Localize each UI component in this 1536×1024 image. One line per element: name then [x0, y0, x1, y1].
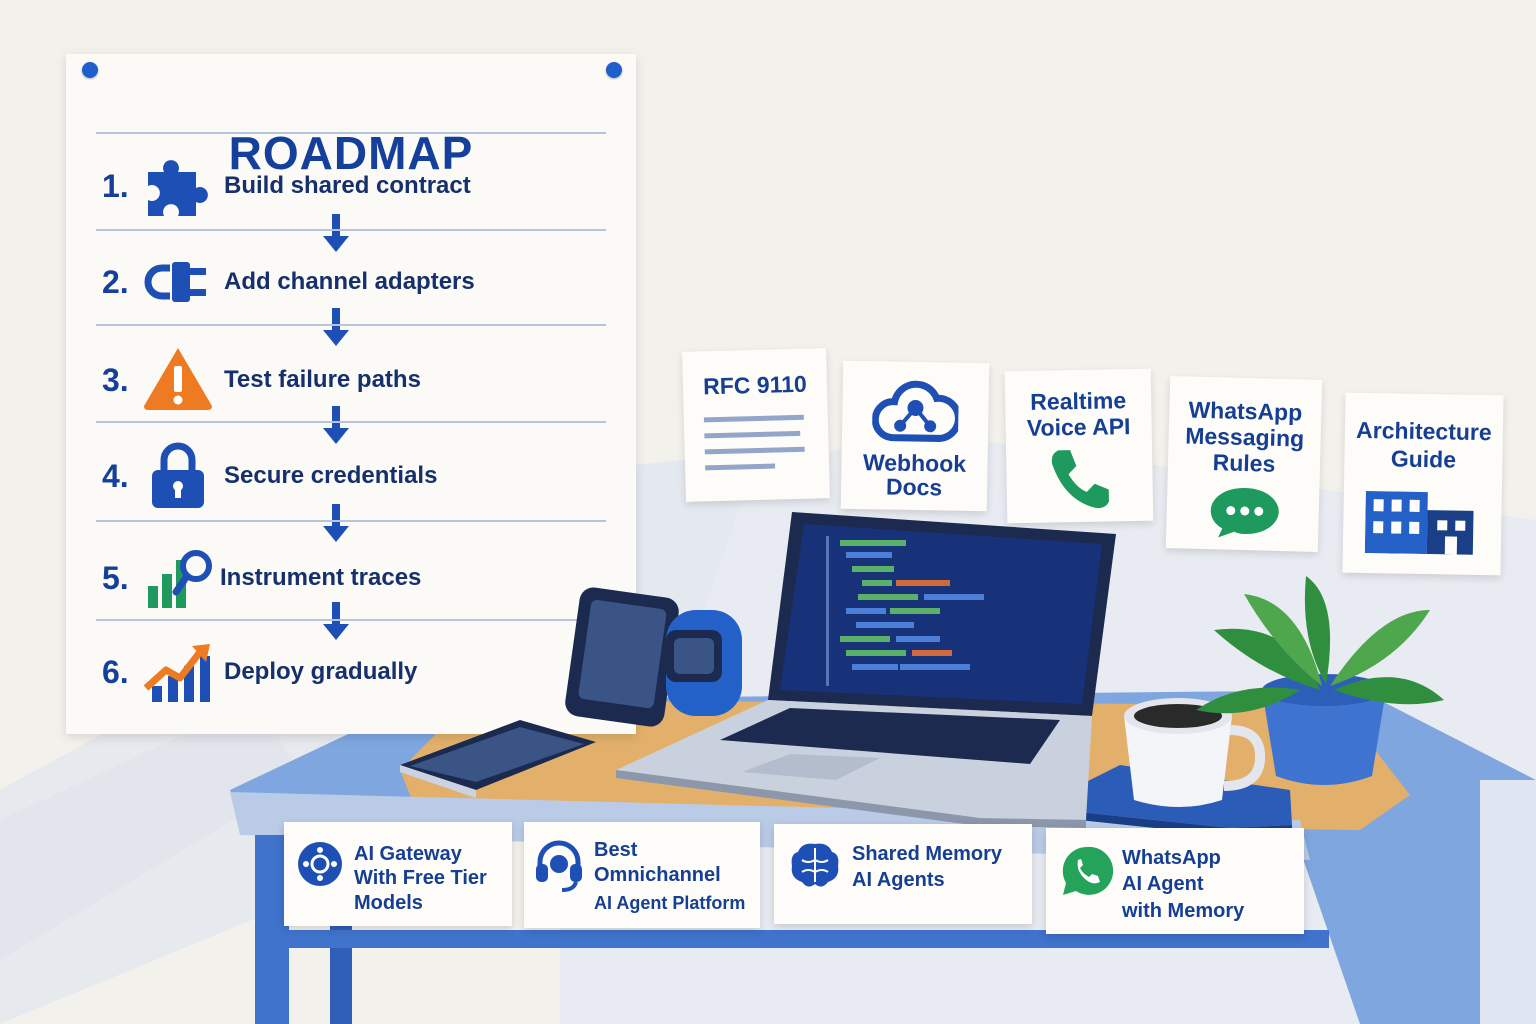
note-line: Docs [885, 473, 943, 501]
card-line: AI Agent Platform [594, 893, 746, 913]
note-line: Realtime [1030, 387, 1127, 415]
roadmap-poster: ROADMAP 1. Build shared contract 2. Add … [66, 54, 636, 734]
phone-icon [1051, 450, 1109, 509]
down-arrow-icon [323, 602, 349, 640]
note-whatsapp-messaging-rules: WhatsApp Messaging Rules [1165, 376, 1323, 552]
step-number: 5. [102, 560, 129, 596]
down-arrow-icon [323, 308, 349, 346]
divider [96, 421, 606, 423]
down-arrow-icon [323, 406, 349, 444]
card-whatsapp-ai-agent: WhatsApp AI Agent with Memory [1046, 828, 1304, 934]
whatsapp-icon [1062, 846, 1114, 895]
step-number: 4. [102, 458, 129, 494]
headset-icon [536, 840, 582, 892]
card-omnichannel-platform: Best Omnichannel AI Agent Platform [524, 822, 760, 928]
roadmap-title: ROADMAP [228, 127, 474, 179]
roadmap-step-5: 5. Instrument traces [102, 542, 622, 612]
down-arrow-icon [323, 504, 349, 542]
plug-icon [144, 262, 206, 302]
note-line: Messaging [1184, 422, 1305, 452]
divider [96, 520, 606, 522]
step-label: Deploy gradually [224, 658, 418, 685]
cloud-network-icon [871, 380, 960, 442]
chart-search-icon [148, 550, 212, 608]
divider [96, 619, 606, 621]
card-line: Models [354, 892, 423, 914]
roadmap-step-4: 4. Secure credentials [102, 440, 622, 510]
step-label: Test failure paths [224, 366, 421, 393]
card-line: With Free Tier [354, 867, 487, 889]
card-line: Best [594, 839, 638, 861]
building-icon [1364, 491, 1474, 555]
roadmap-step-6: 6. Deploy gradually [102, 636, 622, 706]
step-number: 6. [102, 654, 129, 690]
roadmap-step-3: 3. Test failure paths [102, 344, 622, 414]
puzzle-icon [148, 160, 208, 216]
warning-icon [144, 348, 212, 410]
note-line: Guide [1390, 445, 1457, 473]
divider [96, 132, 606, 134]
card-line: Omnichannel [594, 864, 721, 886]
note-architecture-guide: Architecture Guide [1342, 392, 1504, 576]
card-ai-gateway: AI Gateway With Free Tier Models [284, 822, 512, 926]
note-rfc-9110: RFC 9110 [682, 348, 830, 502]
step-number: 1. [102, 168, 129, 204]
note-title: RFC 9110 [702, 370, 808, 400]
divider [96, 324, 606, 326]
card-line: AI Agents [852, 869, 945, 891]
card-line: Shared Memory [852, 843, 1003, 865]
card-line: WhatsApp [1122, 847, 1221, 869]
note-line: Voice API [1026, 413, 1131, 441]
chat-bubble-icon [1210, 488, 1279, 538]
step-label: Secure credentials [224, 462, 438, 489]
note-line: Rules [1212, 449, 1276, 477]
down-arrow-icon [323, 214, 349, 252]
note-realtime-voice-api: Realtime Voice API [1004, 368, 1154, 524]
brain-icon [791, 843, 839, 887]
pushpin [606, 62, 622, 78]
note-webhook-docs: Webhook Docs [840, 360, 990, 512]
divider [96, 229, 606, 231]
roadmap-step-2: 2. Add channel adapters [102, 246, 622, 316]
step-label: Instrument traces [220, 564, 422, 591]
step-label: Add channel adapters [224, 268, 475, 295]
growth-chart-icon [143, 644, 210, 702]
roadmap-step-1: 1. Build shared contract [102, 150, 622, 220]
note-line: Architecture [1355, 416, 1492, 446]
step-number: 2. [102, 264, 129, 300]
card-shared-memory: Shared Memory AI Agents [774, 824, 1032, 924]
step-number: 3. [102, 362, 129, 398]
note-line: WhatsApp [1188, 396, 1303, 426]
card-line: with Memory [1122, 900, 1245, 922]
card-line: AI Gateway [354, 843, 462, 865]
document-icon [703, 414, 805, 471]
lock-icon [152, 442, 204, 508]
step-label: Build shared contract [224, 172, 471, 199]
pushpin [82, 62, 98, 78]
card-line: AI Agent [1122, 873, 1204, 895]
ai-gateway-icon [298, 842, 342, 886]
